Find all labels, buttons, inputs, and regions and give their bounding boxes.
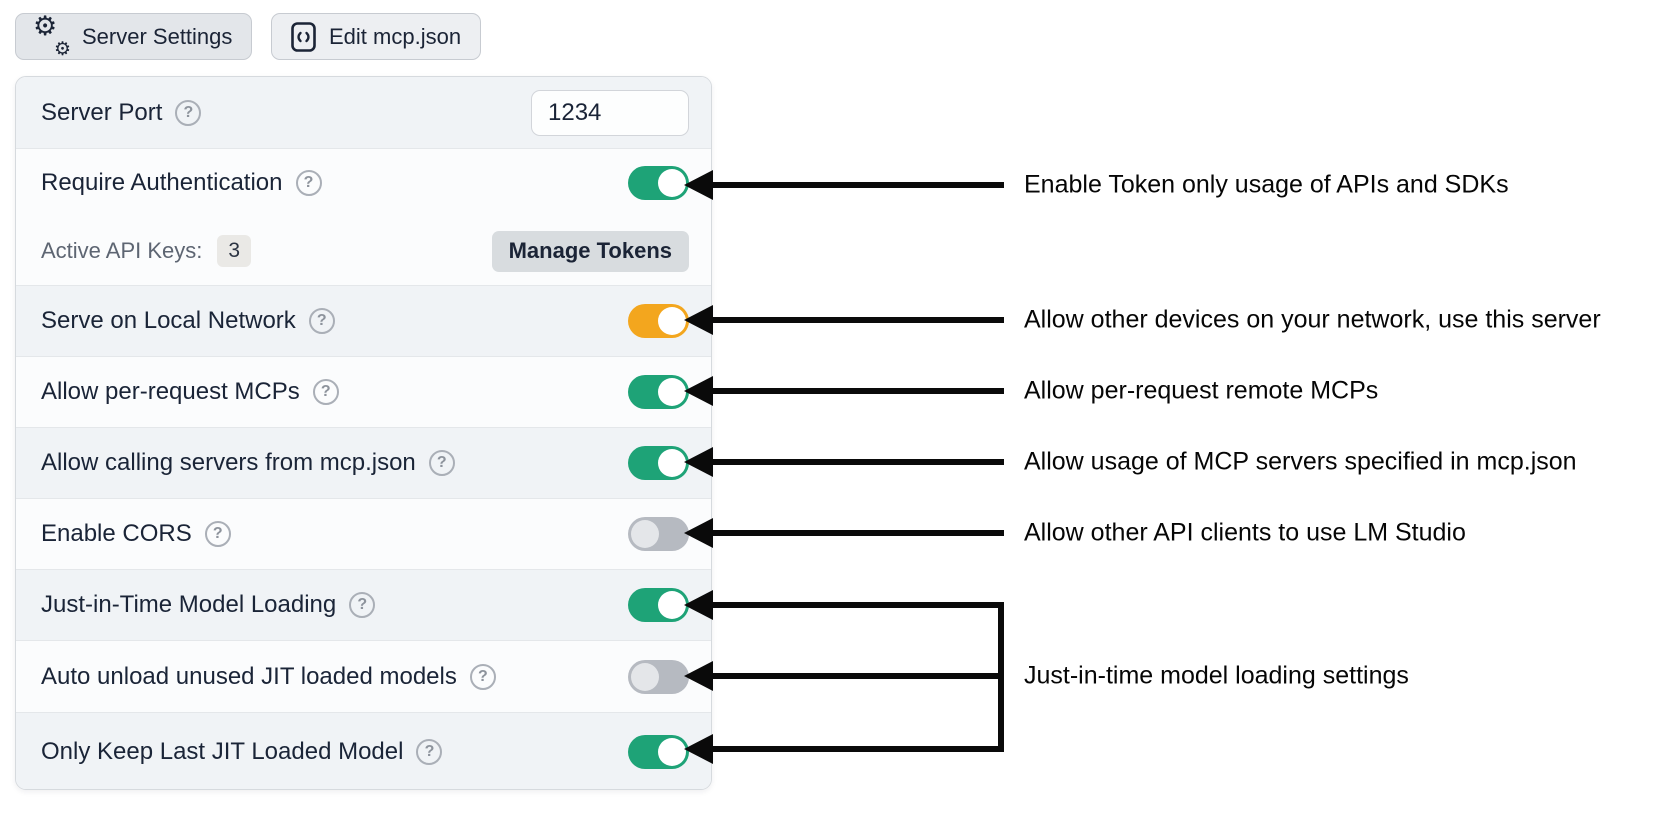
enable-cors-label: Enable CORS [41,520,192,547]
row-enable-cors: Enable CORS ? [16,499,711,570]
edit-mcp-json-button[interactable]: Edit mcp.json [271,13,482,60]
auto-unload-jit-label: Auto unload unused JIT loaded models [41,662,457,690]
jit-model-loading-label: Just-in-Time Model Loading [41,591,337,618]
arrow-line [708,530,1004,536]
row-server-port: Server Port ? [16,77,711,149]
server-settings-button-label: Server Settings [82,23,233,49]
help-icon[interactable]: ? [349,592,376,618]
allow-calling-servers-mcp-json-toggle[interactable] [628,446,689,480]
serve-on-local-network-toggle[interactable] [628,304,689,338]
require-authentication-toggle[interactable] [628,166,689,201]
toggle-knob [658,378,686,406]
allow-calling-servers-mcp-json-label: Allow calling servers from mcp.json [41,449,416,476]
code-file-icon [291,21,316,52]
annotation-per-request-mcps: Allow per-request remote MCPs [1024,376,1379,405]
row-jit-model-loading: Just-in-Time Model Loading ? [16,570,711,641]
help-icon[interactable]: ? [469,663,496,690]
row-serve-on-local-network: Serve on Local Network ? [16,286,711,357]
row-allow-calling-servers-mcp-json: Allow calling servers from mcp.json ? [16,428,711,499]
api-keys-count-badge: 3 [217,235,252,268]
annotation-local-network: Allow other devices on your network, use… [1024,305,1601,334]
edit-mcp-json-button-label: Edit mcp.json [329,23,462,49]
help-icon[interactable]: ? [175,99,202,126]
manage-tokens-button[interactable]: Manage Tokens [491,230,689,272]
enable-cors-toggle[interactable] [628,517,689,551]
help-icon[interactable]: ? [204,521,231,547]
toggle-knob [631,520,659,548]
jit-model-loading-toggle[interactable] [628,588,689,622]
row-allow-per-request-mcps: Allow per-request MCPs ? [16,357,711,428]
toggle-knob [658,169,686,198]
serve-on-local-network-label: Serve on Local Network [41,307,296,334]
row-only-keep-last-jit: Only Keep Last JIT Loaded Model ? [16,713,711,789]
arrow-line [708,182,1004,188]
annotation-cors: Allow other API clients to use LM Studio [1024,518,1466,547]
arrow-line [708,746,1004,752]
toggle-knob [658,307,686,335]
server-port-input[interactable] [531,89,689,136]
require-authentication-label: Require Authentication [41,169,283,197]
arrow-line [708,673,1004,679]
toggle-knob [658,449,686,477]
toggle-knob [631,662,659,691]
annotation-mcp-json: Allow usage of MCP servers specified in … [1024,447,1577,476]
allow-per-request-mcps-label: Allow per-request MCPs [41,378,300,405]
row-auto-unload-jit: Auto unload unused JIT loaded models ? [16,641,711,713]
auto-unload-jit-toggle[interactable] [628,659,689,694]
active-api-keys-label: Active API Keys: [41,238,203,264]
annotation-require-authentication: Enable Token only usage of APIs and SDKs [1024,170,1509,199]
server-port-label: Server Port [41,98,163,126]
arrow-line [708,459,1004,465]
row-require-authentication: Require Authentication ? Active API Keys… [16,149,711,286]
only-keep-last-jit-toggle[interactable] [628,735,689,769]
annotation-jit-group: Just-in-time model loading settings [1024,661,1409,690]
server-settings-button[interactable]: ⚙⚙ Server Settings [15,10,253,60]
help-icon[interactable]: ? [312,379,339,405]
arrow-line [708,602,1004,608]
help-icon[interactable]: ? [416,739,443,765]
row-active-api-keys: Active API Keys: 3 Manage Tokens [16,218,711,286]
toggle-knob [658,591,686,619]
server-settings-panel: Server Port ? Require Authentication ? A… [15,76,712,790]
help-icon[interactable]: ? [428,450,455,476]
bracket-line [998,602,1004,752]
arrow-line [708,388,1004,394]
help-icon[interactable]: ? [308,308,335,334]
allow-per-request-mcps-toggle[interactable] [628,375,689,409]
gears-icon: ⚙⚙ [33,10,71,60]
only-keep-last-jit-label: Only Keep Last JIT Loaded Model [41,738,404,765]
arrow-line [708,317,1004,323]
toggle-knob [658,738,686,766]
help-icon[interactable]: ? [295,170,322,197]
